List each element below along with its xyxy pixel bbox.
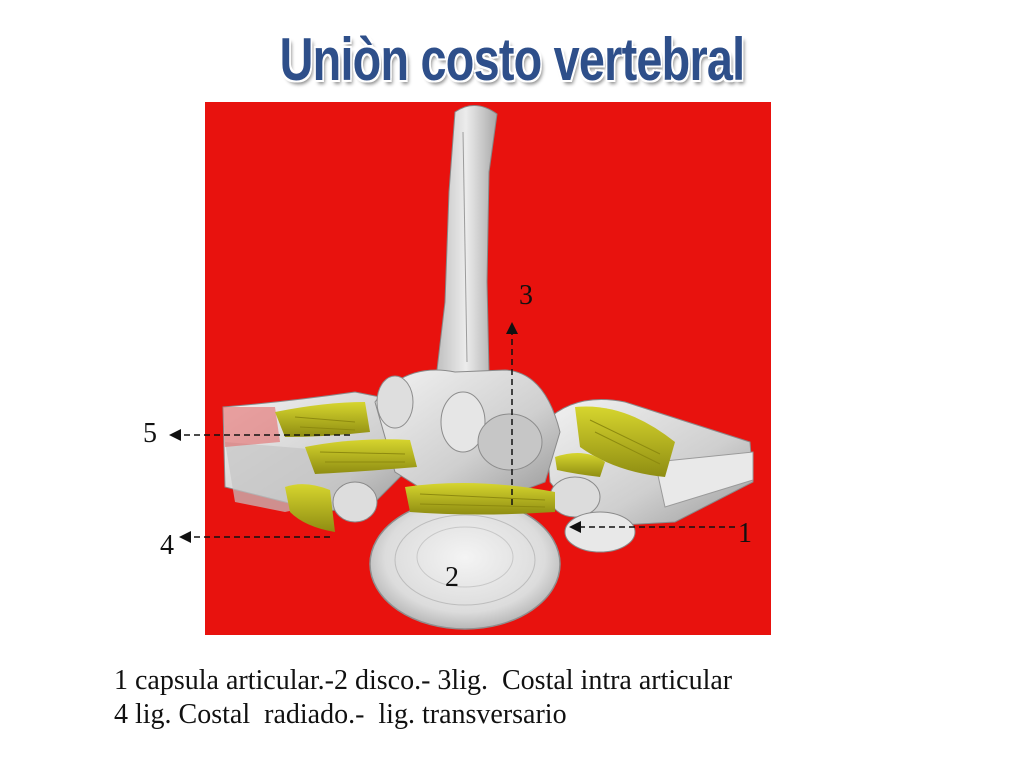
caption: 1 capsula articular.-2 disco.- 3lig. Cos… — [114, 664, 732, 732]
label-3: 3 — [519, 280, 533, 311]
ligament-radiate-lower — [285, 484, 335, 532]
caption-line-2: 4 lig. Costal radiado.- lig. transversar… — [114, 699, 567, 730]
label-1: 1 — [738, 518, 752, 549]
label-4: 4 — [160, 530, 174, 561]
label-2: 2 — [445, 562, 459, 593]
slide-title: Uniòn costo vertebral — [279, 26, 746, 93]
caption-line-1: 1 capsula articular.-2 disco.- 3lig. Cos… — [114, 665, 733, 696]
ligament-transverse — [305, 439, 417, 474]
vertebra-illustration — [205, 102, 771, 635]
articular-capsule — [564, 511, 636, 553]
label-5: 5 — [143, 418, 157, 449]
